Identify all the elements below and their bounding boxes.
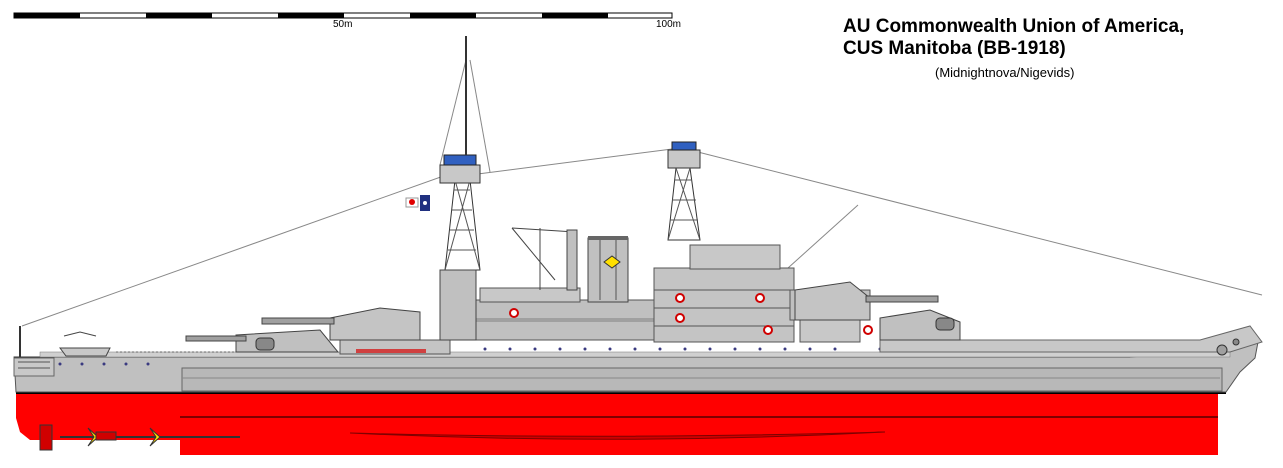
ships-boats [59,331,111,357]
main-hull [13,341,1259,393]
scale-label-50m: 50m [333,19,353,30]
scale-bar [13,12,673,19]
crane [511,227,578,291]
rigging-wires [21,59,1263,327]
credit-text: (Midnightnova/Nigevids) [935,65,1075,80]
funnel [587,236,629,303]
turret-forward-upper [794,281,939,321]
turret-aft-upper [261,307,421,341]
scale-label-100m: 100m [656,19,682,30]
propeller-shafts [39,424,240,451]
aft-lattice-mast [439,36,481,341]
forecastle [879,325,1263,353]
stern [13,326,55,377]
anchor-icon [1216,338,1240,356]
life-rings [509,293,873,335]
maple-leaf-flag [405,197,419,208]
title-line-2: CUS Manitoba (BB-1918) [843,38,1066,59]
turret-aft-lower [185,329,340,353]
title-line-1: AU Commonwealth Union of America, [843,16,1185,37]
forward-lattice-mast [667,141,701,241]
turret-forward-lower [879,309,961,341]
underwater-hull [16,394,1218,455]
navy-jack-flag [420,195,430,211]
